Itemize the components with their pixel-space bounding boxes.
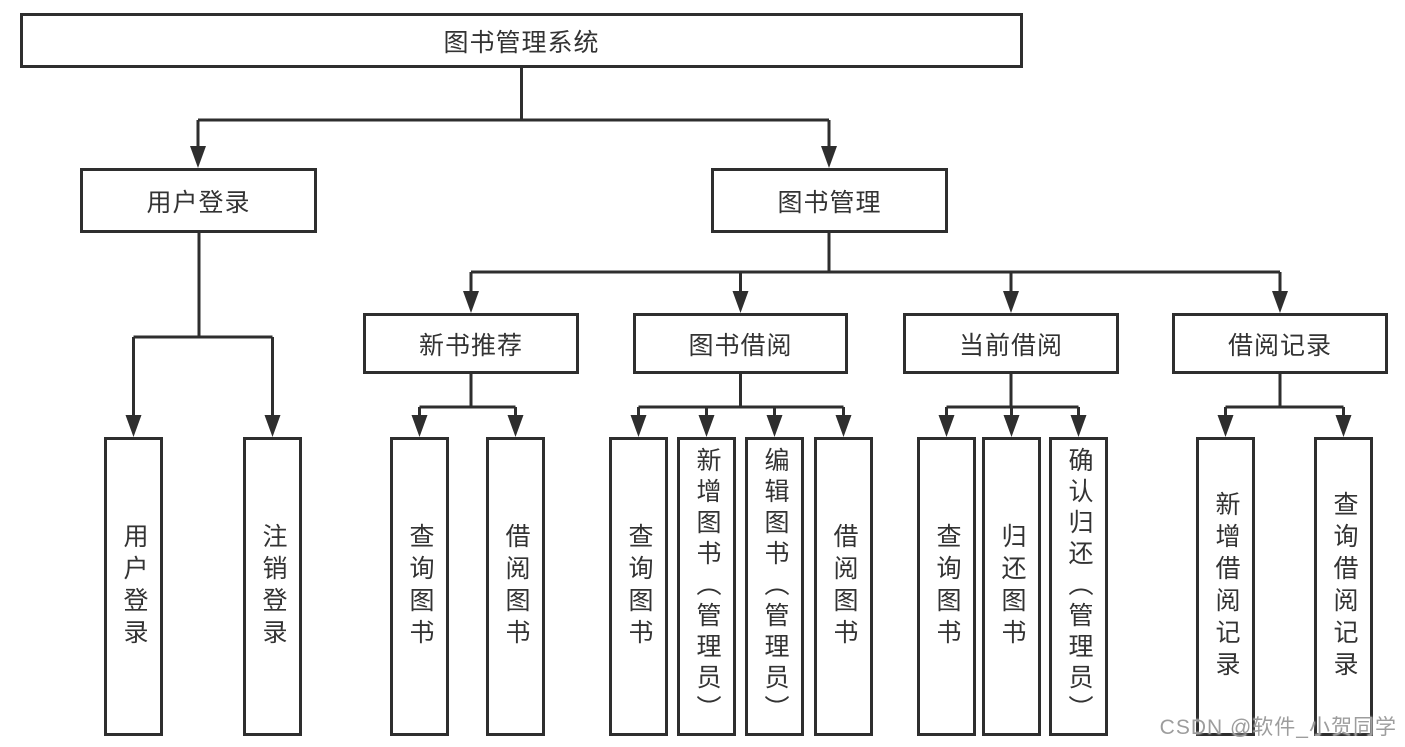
arrowhead — [1003, 291, 1019, 313]
node-new-book-recommend: 新书推荐 — [363, 313, 579, 374]
leaf-query-books-2: 查询图书 — [609, 437, 668, 736]
connector-root-to-level2 — [196, 68, 831, 148]
arrowhead — [732, 291, 749, 313]
leaf-label: 查询借阅记录 — [1330, 490, 1358, 683]
leaf-label: 新增图书（管理员） — [693, 447, 721, 726]
arrowhead — [264, 415, 281, 437]
connector-newbooks-to-leaves — [418, 374, 517, 419]
arrowhead — [698, 415, 715, 437]
csdn-watermark: CSDN @软件_小贺同学 — [1159, 716, 1397, 739]
leaf-label: 借阅图书 — [502, 522, 530, 651]
leaf-logout: 注销登录 — [243, 437, 302, 736]
node-borrowing-records: 借阅记录 — [1172, 313, 1388, 374]
leaf-label: 编辑图书（管理员） — [761, 447, 789, 726]
leaf-edit-books-admin: 编辑图书（管理员） — [745, 437, 804, 736]
leaf-borrow-books-1: 借阅图书 — [486, 437, 545, 736]
arrowhead — [835, 415, 852, 437]
leaf-label: 归还图书 — [998, 522, 1026, 651]
arrowhead — [1217, 415, 1234, 437]
arrowhead — [821, 146, 837, 168]
node-user-login: 用户登录 — [80, 168, 317, 233]
leaf-add-borrow-record: 新增借阅记录 — [1196, 437, 1255, 736]
arrowhead — [463, 291, 479, 313]
arrowhead — [1070, 415, 1087, 437]
leaf-query-books-1: 查询图书 — [390, 437, 449, 736]
node-book-management: 图书管理 — [711, 168, 948, 233]
arrowhead — [1003, 415, 1020, 437]
node-book-borrowing: 图书借阅 — [633, 313, 848, 374]
leaf-label: 新增借阅记录 — [1212, 490, 1240, 683]
connector-bookmgmt-to-level3 — [469, 233, 1282, 293]
connector-borrow-to-leaves — [637, 374, 845, 419]
leaf-label: 查询图书 — [406, 522, 434, 651]
connector-records-to-leaves — [1224, 374, 1345, 419]
arrowhead — [125, 415, 142, 437]
arrowhead — [938, 415, 955, 437]
connector-current-to-leaves — [945, 374, 1080, 419]
leaf-user-login: 用户登录 — [104, 437, 163, 736]
leaf-label: 查询图书 — [625, 522, 653, 651]
leaf-label: 查询图书 — [933, 522, 961, 651]
arrowhead — [1335, 415, 1352, 437]
leaf-borrow-books-2: 借阅图书 — [814, 437, 873, 736]
node-current-borrowing: 当前借阅 — [903, 313, 1119, 374]
leaf-query-borrow-record: 查询借阅记录 — [1314, 437, 1373, 736]
arrowhead — [1272, 291, 1288, 313]
arrowhead — [411, 415, 428, 437]
leaf-query-books-3: 查询图书 — [917, 437, 976, 736]
arrowhead — [190, 146, 206, 168]
leaf-add-books-admin: 新增图书（管理员） — [677, 437, 736, 736]
arrowhead — [507, 415, 524, 437]
connector-userlogin-to-leaves — [132, 233, 274, 417]
arrowhead — [766, 415, 783, 437]
leaf-label: 用户登录 — [120, 522, 148, 651]
leaf-label: 确认归还（管理员） — [1065, 447, 1093, 726]
arrowhead — [630, 415, 647, 437]
leaf-label: 注销登录 — [259, 522, 287, 651]
node-root-library-system: 图书管理系统 — [20, 13, 1023, 68]
leaf-label: 借阅图书 — [830, 522, 858, 651]
leaf-confirm-return-admin: 确认归还（管理员） — [1049, 437, 1108, 736]
leaf-return-books: 归还图书 — [982, 437, 1041, 736]
